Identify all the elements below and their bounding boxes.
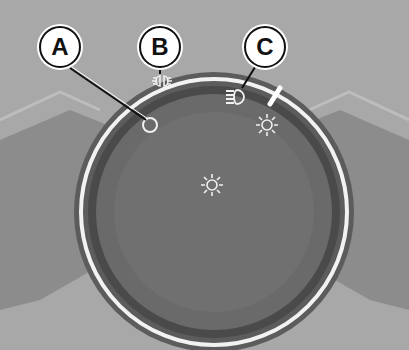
callout-letter: C <box>256 35 273 59</box>
callout-circle: C <box>244 26 286 68</box>
callout-letter: B <box>151 35 168 59</box>
callout-circle: B <box>139 26 181 68</box>
leader-line <box>242 64 257 88</box>
callout-letter: A <box>51 35 68 59</box>
callout-circle: A <box>39 26 81 68</box>
leader-line <box>159 68 161 74</box>
leader-line <box>70 68 146 120</box>
